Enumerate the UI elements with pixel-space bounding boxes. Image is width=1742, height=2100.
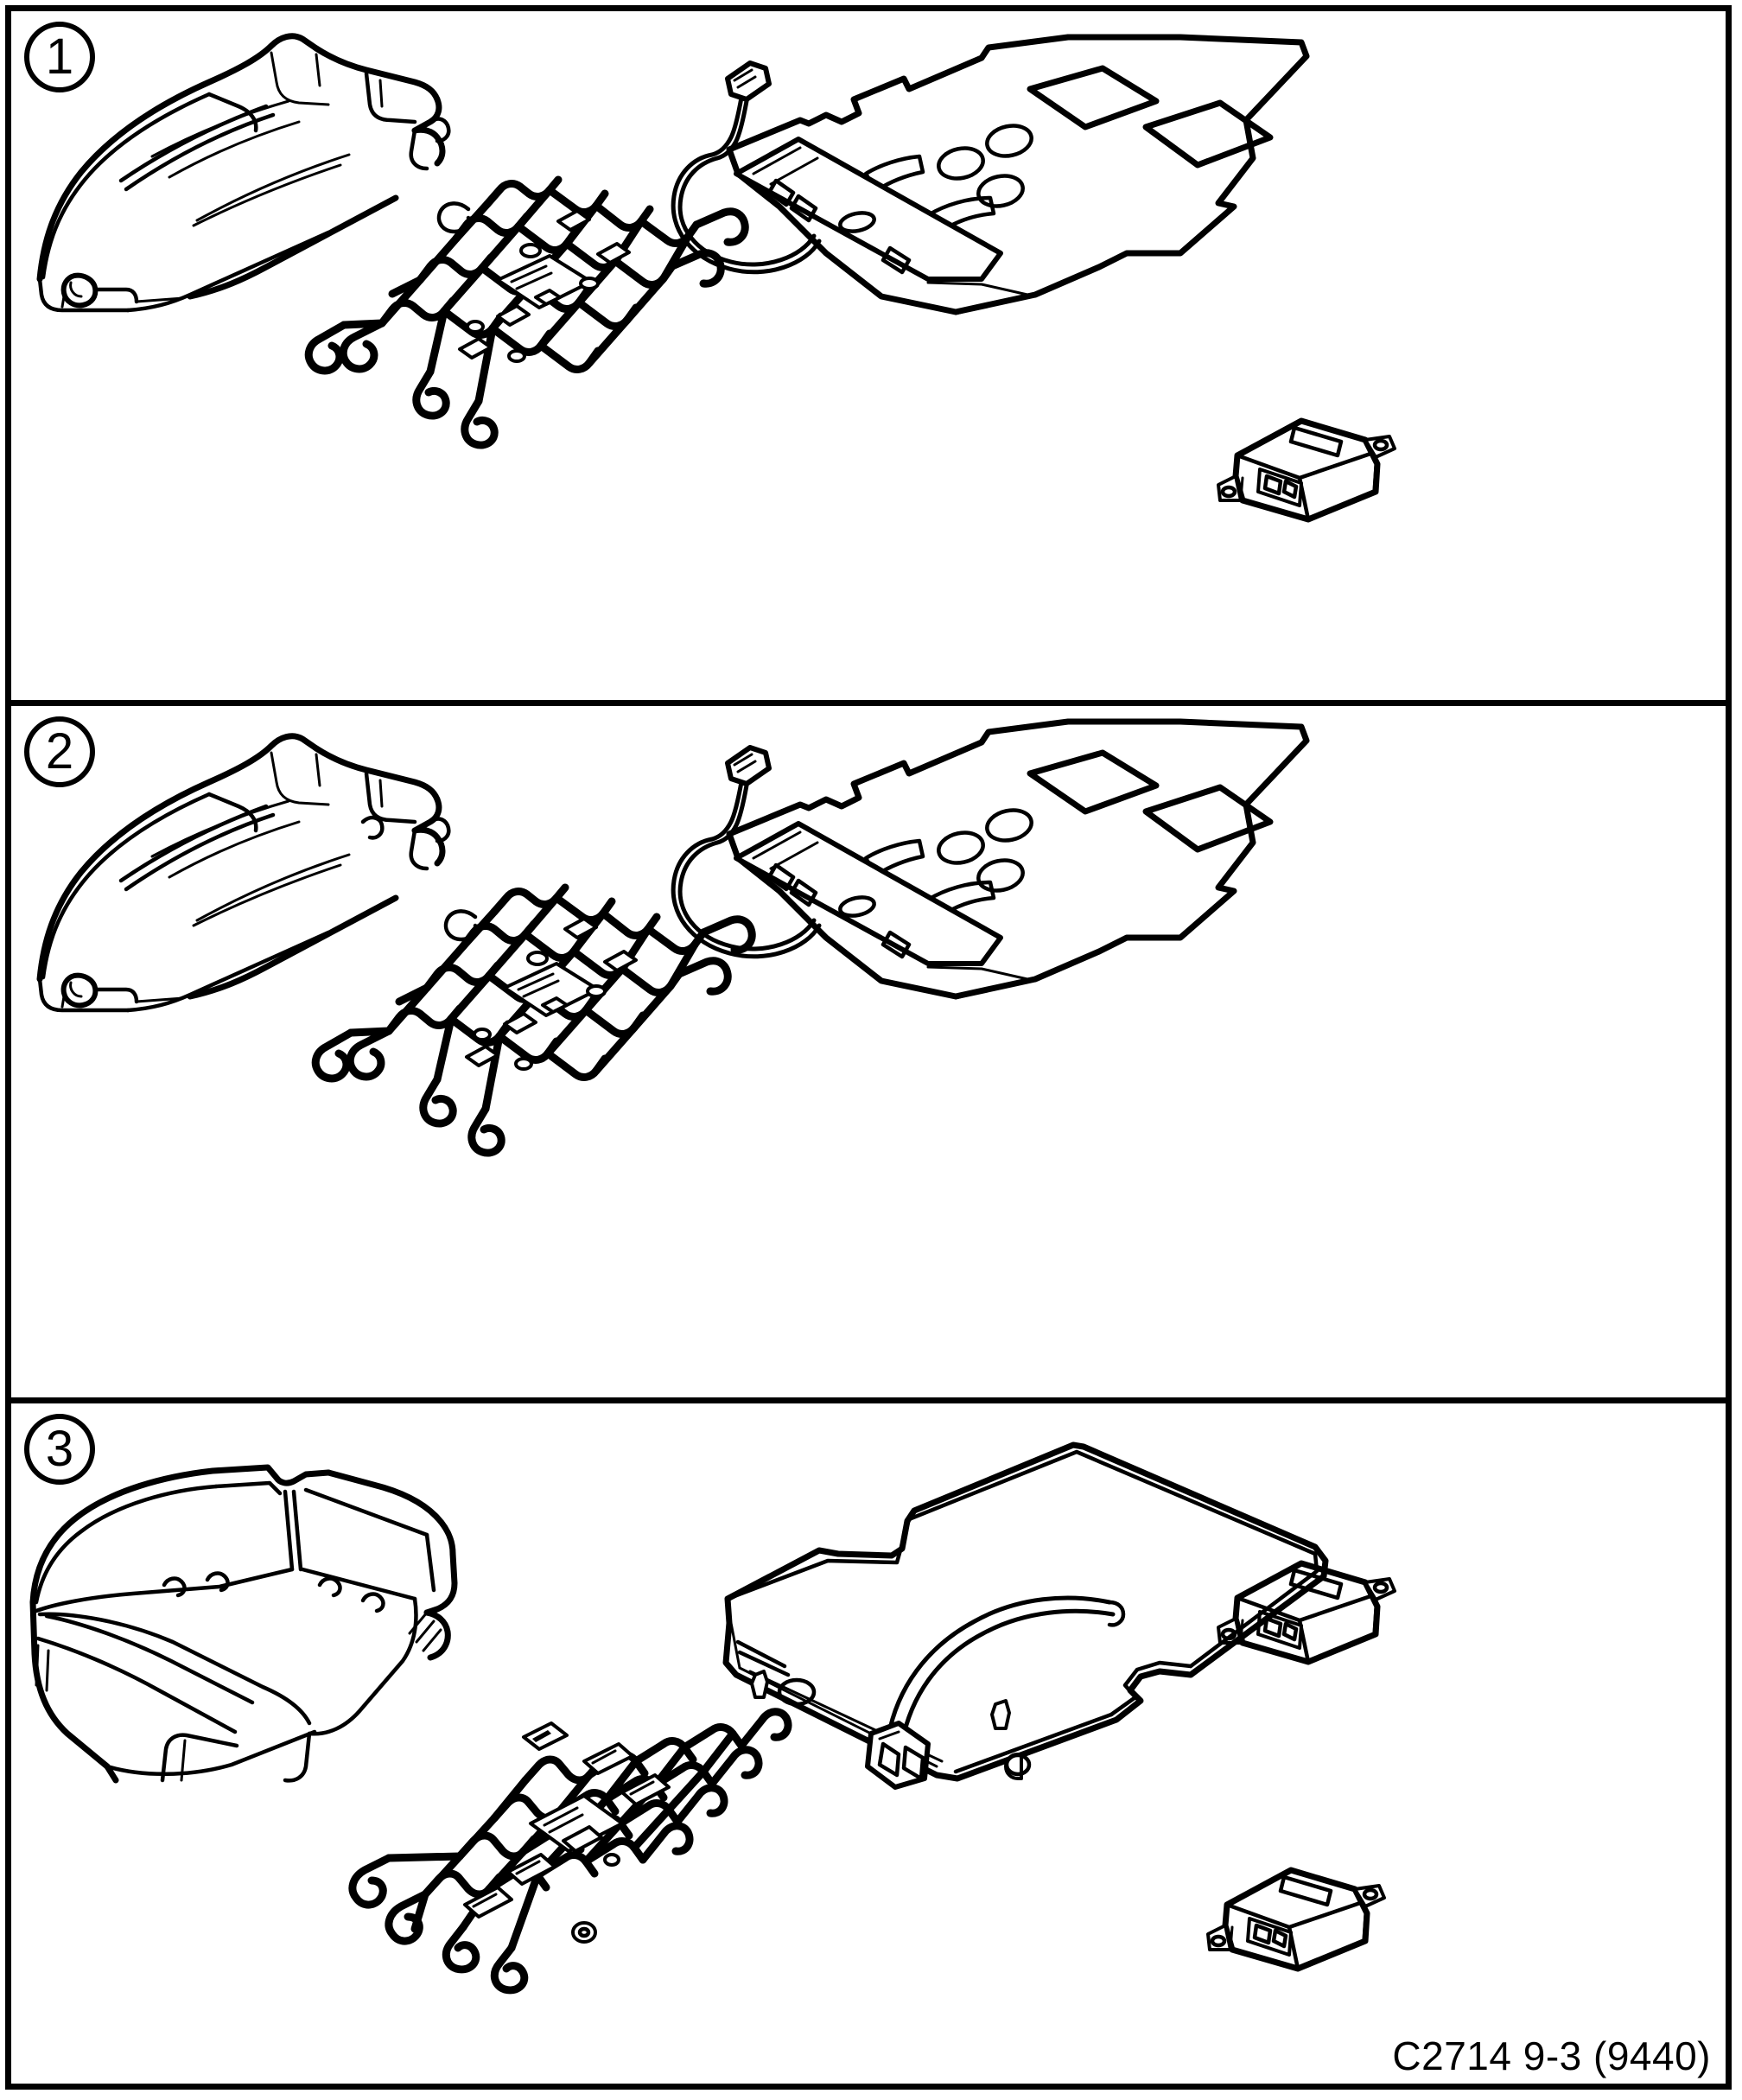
panel-number-badge-1: 1 <box>24 22 95 92</box>
seat-heating-pad-part <box>671 34 1319 322</box>
panel-divider-2 <box>5 1397 1732 1403</box>
seat-cushion-part <box>21 1438 470 1784</box>
page-border <box>5 5 1732 2090</box>
wire-spring-mat-part <box>297 879 781 1164</box>
wire-spring-mat-part <box>325 1654 809 1995</box>
seat-cushion-part <box>24 720 474 1018</box>
seat-heating-pad-part <box>671 718 1319 1007</box>
wire-spring-mat-part <box>290 171 774 456</box>
seat-base-pan-part <box>710 1416 1350 1790</box>
control-module-part <box>1211 410 1402 527</box>
panel-2: 2 <box>5 706 1732 1665</box>
panel-number-badge-2: 2 <box>24 716 95 787</box>
panel-1: 1 <box>5 11 1732 700</box>
seat-cushion-part <box>24 20 474 314</box>
document-caption: C2714 9-3 (9440) <box>1392 2033 1711 2078</box>
panel-number-badge-3: 3 <box>24 1414 95 1485</box>
panel-3: 3 <box>5 1403 1732 2090</box>
control-module-part <box>1201 1860 1391 1976</box>
control-module-part <box>1211 1553 1402 1670</box>
panel-divider-1 <box>5 700 1732 706</box>
